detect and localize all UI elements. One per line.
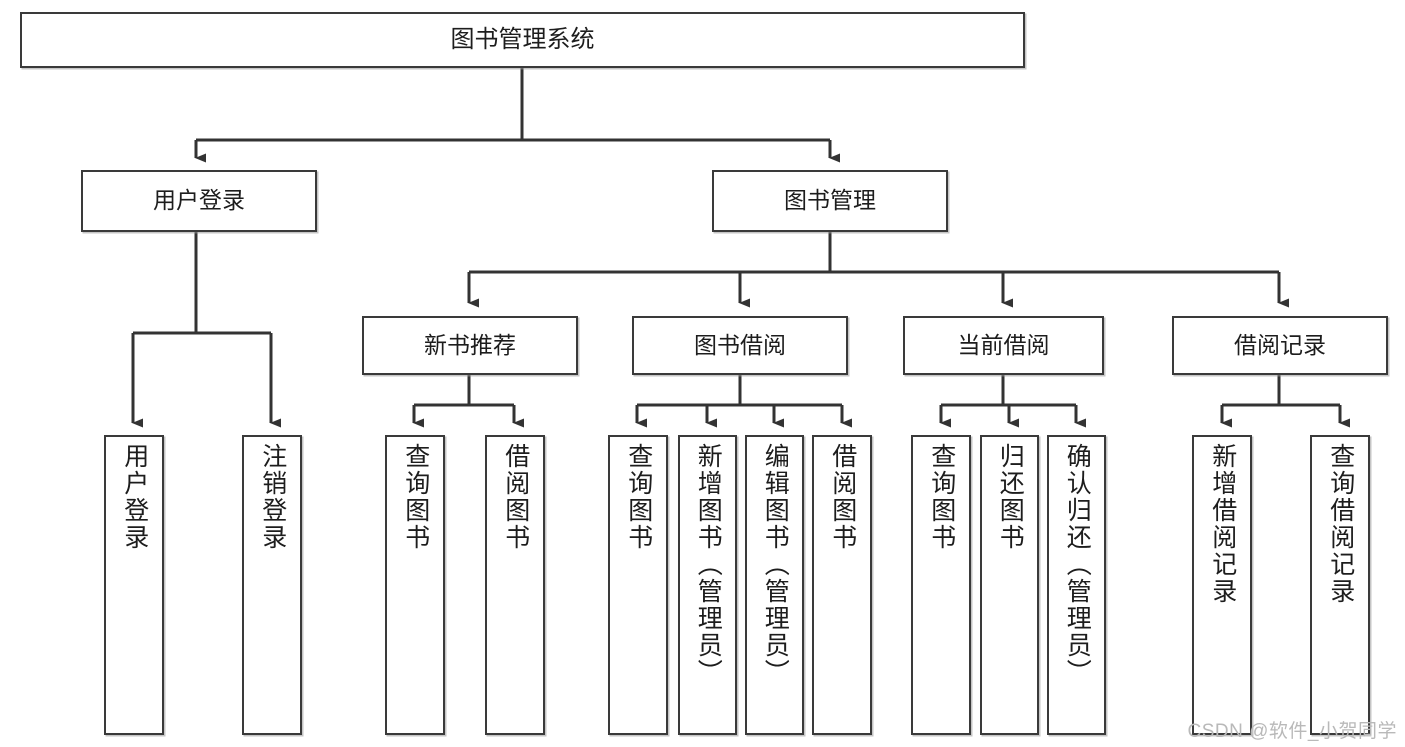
node-book-borrowing[interactable]: 图书借阅 [632, 316, 848, 375]
node-label: 新增借阅记录 [1208, 443, 1237, 605]
node-current-borrowing[interactable]: 当前借阅 [903, 316, 1104, 375]
node-borrowing-record[interactable]: 借阅记录 [1172, 316, 1388, 375]
node-label: 借阅记录 [1234, 331, 1326, 358]
node-label: 查询图书 [927, 443, 956, 551]
node-label: 用户登录 [120, 443, 149, 551]
node-label: 编辑图书（管理员） [761, 443, 790, 686]
node-leaf-edit-book-admin[interactable]: 编辑图书（管理员） [745, 435, 804, 735]
node-leaf-query-borrow-record[interactable]: 查询借阅记录 [1310, 435, 1370, 735]
node-book-management[interactable]: 图书管理 [712, 170, 948, 232]
node-leaf-query-book-3[interactable]: 查询图书 [911, 435, 971, 735]
node-label: 借阅图书 [828, 443, 857, 551]
node-leaf-confirm-return-admin[interactable]: 确认归还（管理员） [1047, 435, 1106, 735]
node-label: 图书管理 [784, 187, 876, 214]
node-leaf-return-book[interactable]: 归还图书 [980, 435, 1039, 735]
node-leaf-borrow-book-2[interactable]: 借阅图书 [812, 435, 872, 735]
node-label: 图书借阅 [694, 331, 786, 358]
node-label: 归还图书 [996, 443, 1025, 551]
node-leaf-add-book-admin[interactable]: 新增图书（管理员） [678, 435, 737, 735]
node-label: 注销登录 [258, 443, 287, 551]
connector-group-book-manage [467, 232, 1289, 308]
node-new-book-recommendation[interactable]: 新书推荐 [362, 316, 578, 375]
node-label: 查询图书 [624, 443, 653, 551]
connector-group-root [194, 68, 840, 163]
node-leaf-logout[interactable]: 注销登录 [242, 435, 302, 735]
node-label: 新增图书（管理员） [694, 443, 723, 686]
connector-group-book-borrow [635, 375, 852, 428]
node-leaf-borrow-book-1[interactable]: 借阅图书 [485, 435, 545, 735]
node-label: 借阅图书 [501, 443, 530, 551]
node-leaf-user-login[interactable]: 用户登录 [104, 435, 164, 735]
node-label: 用户登录 [153, 187, 245, 214]
connector-group-new-book-rec [412, 375, 524, 428]
node-label: 查询借阅记录 [1326, 443, 1355, 605]
connector-group-borrow-record [1220, 375, 1350, 428]
node-label: 查询图书 [401, 443, 430, 551]
node-leaf-add-borrow-record[interactable]: 新增借阅记录 [1192, 435, 1252, 735]
connector-group-user-login [131, 232, 281, 428]
node-user-login[interactable]: 用户登录 [81, 170, 317, 232]
node-label: 当前借阅 [957, 331, 1050, 358]
node-root-book-management-system[interactable]: 图书管理系统 [20, 12, 1025, 68]
connector-group-current-borrow [939, 375, 1086, 428]
node-leaf-query-book-2[interactable]: 查询图书 [608, 435, 668, 735]
node-leaf-query-book-1[interactable]: 查询图书 [385, 435, 445, 735]
node-label: 确认归还（管理员） [1063, 443, 1092, 686]
node-label: 新书推荐 [424, 331, 516, 358]
node-label: 图书管理系统 [450, 25, 595, 53]
